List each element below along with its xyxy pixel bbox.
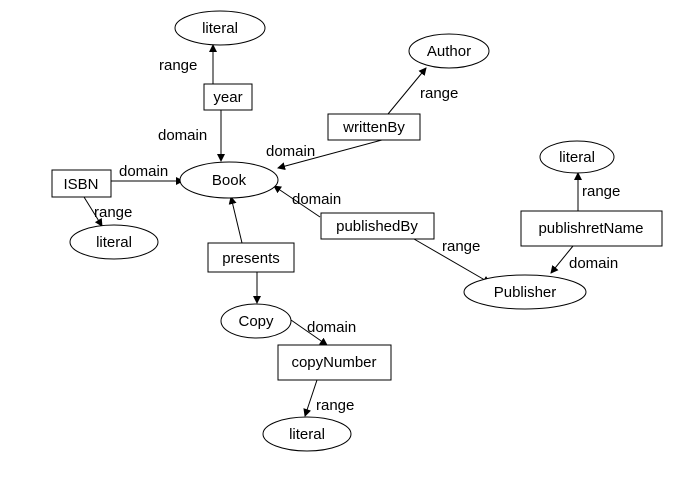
node-literal-year: literal [174, 10, 266, 46]
node-literal-copy-text: literal [289, 426, 325, 443]
node-literal-isbn-text: literal [96, 234, 132, 251]
node-writtenby-text: writtenBy [342, 119, 405, 136]
node-year: year [203, 83, 253, 111]
node-literal-publisher-text: literal [559, 149, 595, 166]
edge-copynumber-domain [290, 319, 328, 346]
node-author: Author [408, 33, 490, 69]
label-publishedby-domain: domain [292, 191, 341, 208]
edge-copynumber-range [303, 379, 318, 417]
label-publishername-range: range [582, 183, 620, 200]
node-writtenby: writtenBy [327, 113, 421, 141]
node-author-text: Author [427, 43, 471, 60]
node-literal-isbn: literal [69, 224, 159, 260]
edges [83, 44, 582, 417]
node-literal-copy: literal [262, 416, 352, 452]
node-copynumber-text: copyNumber [291, 354, 376, 371]
ellipse-nodes: literal Author Book literal literal Publ… [69, 10, 615, 452]
edge-writtenby-range [387, 67, 427, 115]
edge-publishedby-domain [273, 185, 321, 218]
node-year-text: year [213, 89, 242, 106]
node-publisher-text: Publisher [494, 284, 557, 301]
edge-labels: range domain range domain domain range d… [94, 57, 620, 414]
label-isbn-domain: domain [119, 163, 168, 180]
label-year-range: range [159, 57, 197, 74]
label-copynumber-domain: domain [307, 319, 356, 336]
label-isbn-range: range [94, 204, 132, 221]
node-copy-text: Copy [238, 313, 274, 330]
label-year-domain: domain [158, 127, 207, 144]
node-copynumber: copyNumber [277, 344, 392, 381]
node-publishedby-text: publishedBy [336, 218, 418, 235]
edge-publishedby-range [413, 238, 491, 284]
node-isbn: ISBN [51, 169, 112, 198]
node-publisher: Publisher [463, 274, 587, 310]
label-writtenby-domain: domain [266, 143, 315, 160]
edge-publishername-domain [550, 245, 574, 274]
node-copy: Copy [220, 303, 292, 339]
node-publishername-text: publishretName [538, 220, 643, 237]
edge-writtenby-domain [277, 139, 383, 171]
node-book: Book [179, 161, 279, 199]
edge-isbn-range [83, 196, 103, 227]
node-isbn-text: ISBN [63, 176, 98, 193]
label-writtenby-range: range [420, 85, 458, 102]
rect-nodes: year writtenBy ISBN publishretName publi… [51, 83, 663, 381]
node-publishername: publishretName [520, 210, 663, 247]
label-copynumber-range: range [316, 397, 354, 414]
node-literal-year-text: literal [202, 20, 238, 37]
edge-presents-to-book [228, 196, 243, 244]
node-book-text: Book [212, 172, 247, 189]
node-publishedby: publishedBy [320, 212, 435, 240]
label-publishedby-range: range [442, 238, 480, 255]
node-literal-publisher: literal [539, 140, 615, 174]
node-presents-text: presents [222, 250, 280, 267]
node-presents: presents [207, 242, 295, 273]
label-publishername-domain: domain [569, 255, 618, 272]
